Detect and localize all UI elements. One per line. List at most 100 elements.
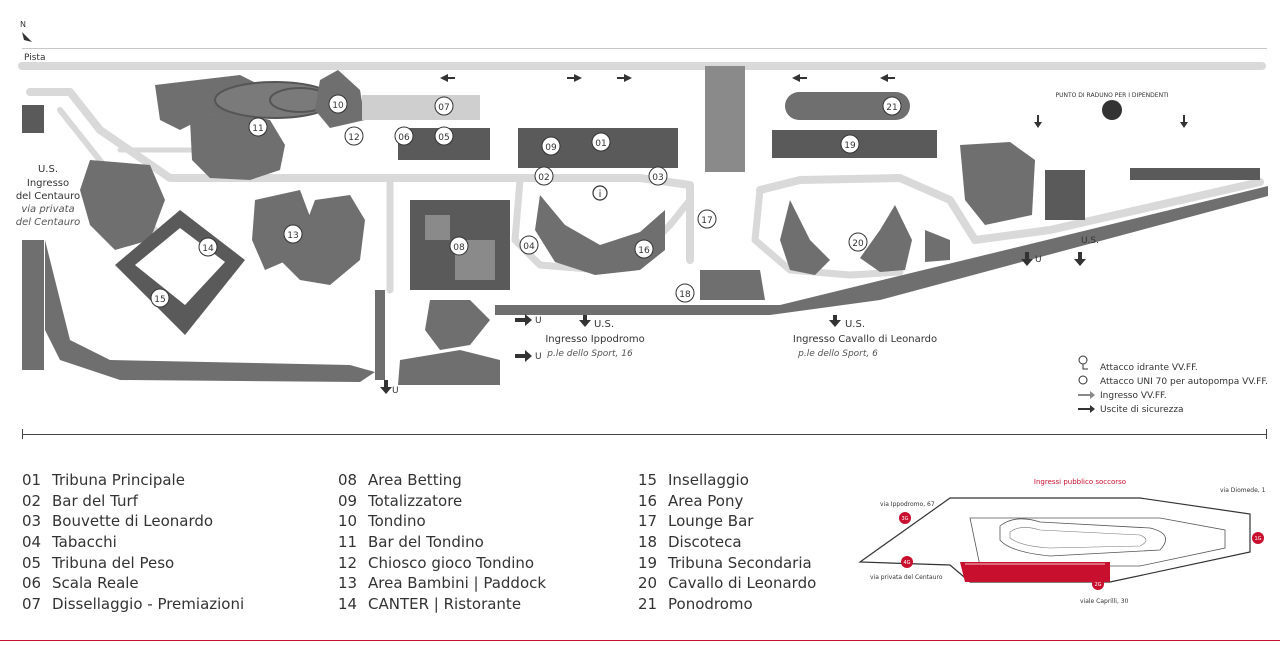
marker-05: 05 xyxy=(434,126,454,146)
svg-text:08: 08 xyxy=(453,243,465,253)
svg-text:U.S.: U.S. xyxy=(845,319,865,330)
map-legend: Attacco idrante VV.FF. Attacco UNI 70 pe… xyxy=(1078,355,1268,415)
marker-02: 02 xyxy=(534,166,554,186)
svg-text:04: 04 xyxy=(523,242,535,252)
street-caprilli: viale Caprilli, 30 xyxy=(1080,598,1129,605)
svg-text:14: 14 xyxy=(202,244,214,254)
svg-text:U: U xyxy=(535,352,542,362)
street-ippodromo: via Ippodromo, 67 xyxy=(880,501,935,508)
svg-text:Ingresso: Ingresso xyxy=(27,178,69,189)
site-map: N Pista xyxy=(16,20,1268,439)
marker-14: 14 xyxy=(198,237,218,257)
north-arrow-icon: N xyxy=(20,20,32,42)
legend-ingresso: Ingresso VV.FF. xyxy=(1100,391,1167,401)
svg-text:U: U xyxy=(1035,255,1042,265)
svg-text:13: 13 xyxy=(287,231,298,241)
svg-text:U.S.: U.S. xyxy=(594,319,614,330)
svg-text:17: 17 xyxy=(701,216,712,226)
svg-text:09: 09 xyxy=(545,143,557,153)
marker-12: 12 xyxy=(344,126,364,146)
marker-15: 15 xyxy=(150,288,170,308)
legend-uni70: Attacco UNI 70 per autopompa VV.FF. xyxy=(1100,377,1268,387)
svg-text:U: U xyxy=(535,316,542,326)
svg-text:06: 06 xyxy=(398,133,410,143)
hydrant-icon xyxy=(1078,355,1088,370)
svg-text:07: 07 xyxy=(438,103,449,113)
entrance-ippodromo: U.S. Ingresso Ippodromo p.le dello Sport… xyxy=(545,319,644,359)
marker-13: 13 xyxy=(283,224,303,244)
svg-text:del Centauro: del Centauro xyxy=(16,191,80,202)
svg-text:2G: 2G xyxy=(1094,582,1101,588)
svg-text:p.le dello Sport, 6: p.le dello Sport, 6 xyxy=(797,349,878,359)
svg-text:Ingresso Ippodromo: Ingresso Ippodromo xyxy=(545,334,644,345)
direction-arrows xyxy=(440,74,1188,128)
svg-text:15: 15 xyxy=(154,295,165,305)
pista-label: Pista xyxy=(24,53,45,63)
marker-03: 03 xyxy=(648,166,668,186)
info-point: i xyxy=(592,185,608,201)
uni70-icon xyxy=(1078,375,1088,385)
gate-4g: 4G xyxy=(901,556,913,568)
svg-text:03: 03 xyxy=(652,173,663,183)
entrance-cavallo: U.S. Ingresso Cavallo di Leonardo p.le d… xyxy=(793,319,937,359)
entrance-centauro: U.S. Ingresso del Centauro via privata d… xyxy=(16,164,81,228)
overview-minimap: Ingressi pubblico soccorso via Ippodromo… xyxy=(858,478,1266,605)
arrow-grey-icon xyxy=(1078,391,1095,399)
gate-3g: 3G xyxy=(899,512,911,524)
minimap-title: Ingressi pubblico soccorso xyxy=(1034,478,1126,486)
marker-09: 09 xyxy=(541,136,561,156)
marker-20: 20 xyxy=(848,232,868,252)
svg-text:16: 16 xyxy=(638,246,650,256)
scale-bar xyxy=(22,429,1267,439)
north-label: N xyxy=(20,20,26,29)
marker-11: 11 xyxy=(248,117,268,137)
top-rule xyxy=(22,48,1267,49)
svg-text:19: 19 xyxy=(844,141,856,151)
exit-arrows xyxy=(380,252,1086,394)
marker-06: 06 xyxy=(394,126,414,146)
svg-text:del Centauro: del Centauro xyxy=(16,217,81,228)
svg-text:11: 11 xyxy=(252,124,263,134)
svg-text:20: 20 xyxy=(852,239,864,249)
svg-text:12: 12 xyxy=(348,133,359,143)
marker-07: 07 xyxy=(434,96,454,116)
bottom-rule xyxy=(0,640,1280,641)
svg-text:U: U xyxy=(392,386,399,396)
gate-1g: 1G xyxy=(1252,532,1264,544)
marker-16: 16 xyxy=(634,239,654,259)
svg-text:02: 02 xyxy=(538,173,549,183)
svg-text:Ingresso Cavallo di Leonardo: Ingresso Cavallo di Leonardo xyxy=(793,334,937,345)
svg-text:3G: 3G xyxy=(901,516,908,522)
marker-17: 17 xyxy=(697,209,717,229)
marker-08: 08 xyxy=(449,236,469,256)
marker-01: 01 xyxy=(591,132,611,152)
svg-text:U.S.: U.S. xyxy=(38,164,58,175)
gate-2g: 2G xyxy=(1092,578,1104,590)
legend-hydrant: Attacco idrante VV.FF. xyxy=(1100,363,1198,373)
svg-text:1G: 1G xyxy=(1254,536,1261,542)
us-east-label: U.S. xyxy=(1081,236,1099,246)
marker-18: 18 xyxy=(675,283,695,303)
street-centauro: via privata del Centauro xyxy=(870,574,943,581)
street-diomede: via Diomede, 1 xyxy=(1220,487,1266,494)
marker-19: 19 xyxy=(840,134,860,154)
legend-uscite: Uscite di sicurezza xyxy=(1100,405,1184,415)
svg-text:05: 05 xyxy=(438,133,449,143)
